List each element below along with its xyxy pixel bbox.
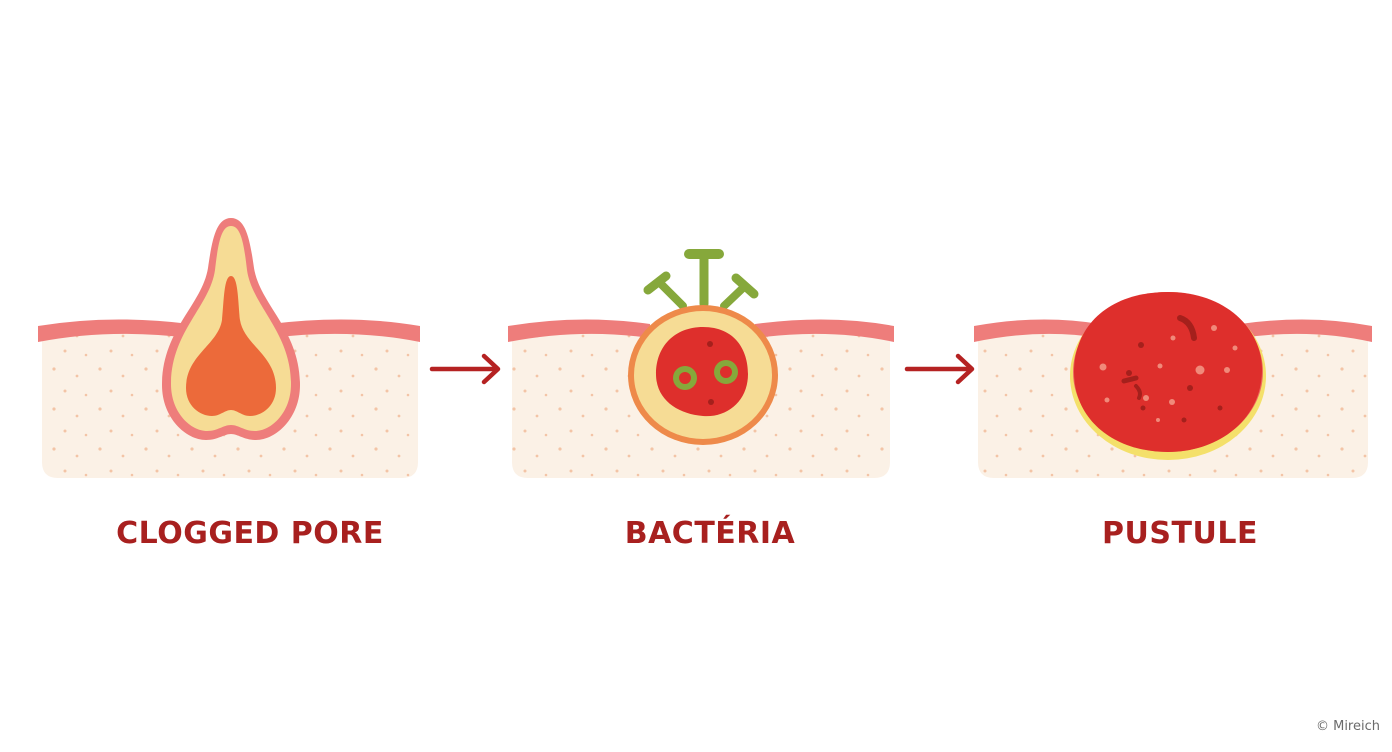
stage-label-pustule: PUSTULE: [1102, 516, 1258, 551]
bacteria-icon: [643, 249, 759, 310]
clogged-pore-follicle: [162, 218, 300, 440]
panel-clogged-pore: [38, 218, 420, 478]
arrow-icon: [904, 353, 975, 385]
copyright-credit: © Mireich: [1315, 719, 1380, 734]
panel-bacteria: [508, 249, 894, 478]
skin-surface-layer: [974, 319, 1372, 342]
stage-label-bacteria: BACTÉRIA: [624, 516, 796, 551]
pustule-lesion: [1070, 292, 1266, 460]
infected-pore: [628, 305, 778, 445]
bacteria-cell-icon: [714, 360, 738, 384]
panel-pustule: [974, 292, 1372, 478]
arrow-icon: [429, 353, 501, 385]
stage-label-clogged-pore: CLOGGED PORE: [116, 516, 384, 551]
skin-surface-layer: [38, 319, 420, 342]
skin-surface-layer: [508, 319, 894, 342]
bacteria-cell-icon: [673, 366, 697, 390]
